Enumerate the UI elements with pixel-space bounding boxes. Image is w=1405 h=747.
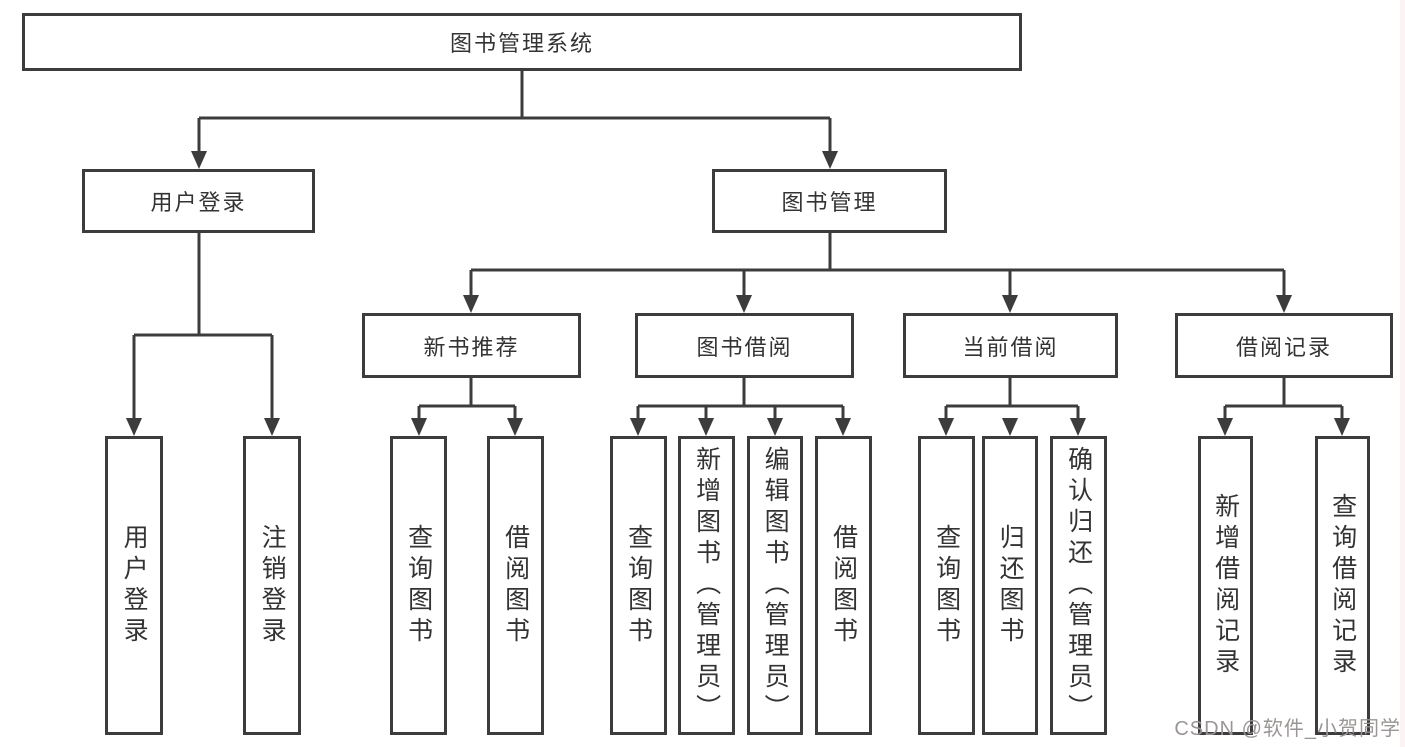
arrowhead — [938, 418, 954, 436]
arrowhead — [264, 418, 280, 436]
arrowhead — [1070, 418, 1086, 436]
connector-lines — [132, 71, 1344, 421]
arrowhead — [1217, 418, 1233, 436]
leaf-label: 新增借阅记录 — [1211, 492, 1240, 679]
leaf-label: 新增图书（管理员） — [692, 446, 721, 725]
leaf-query-books-current: 查询图书 — [918, 436, 975, 735]
node-current-borrow: 当前借阅 — [903, 313, 1118, 378]
leaf-label: 借阅图书 — [829, 523, 858, 648]
arrowhead — [835, 418, 851, 436]
leaf-label: 查询图书 — [624, 523, 653, 648]
arrowhead — [1334, 418, 1350, 436]
leaf-label: 编辑图书（管理员） — [761, 446, 790, 725]
node-root-system: 图书管理系统 — [22, 13, 1022, 71]
leaf-label: 借阅图书 — [501, 523, 530, 648]
arrowhead — [736, 295, 752, 313]
leaf-borrow-books-recommend: 借阅图书 — [487, 436, 544, 735]
node-label: 当前借阅 — [962, 334, 1059, 360]
leaf-add-borrow-record: 新增借阅记录 — [1198, 436, 1253, 735]
node-borrow-records: 借阅记录 — [1175, 313, 1393, 378]
leaf-logout: 注销登录 — [243, 436, 301, 735]
node-label: 图书管理 — [781, 190, 878, 215]
arrowhead — [1002, 418, 1018, 436]
leaf-add-books-admin: 新增图书（管理员） — [678, 436, 735, 735]
arrowhead — [411, 418, 427, 436]
leaf-query-books-recommend: 查询图书 — [390, 436, 447, 735]
arrowhead — [630, 418, 646, 436]
leaf-label: 查询图书 — [932, 523, 961, 648]
leaf-label: 查询图书 — [404, 523, 433, 648]
arrowhead — [463, 295, 479, 313]
node-book-borrow: 图书借阅 — [635, 313, 854, 378]
node-new-book-recommend: 新书推荐 — [362, 313, 581, 378]
node-label: 图书管理系统 — [449, 31, 594, 56]
arrowhead — [507, 418, 523, 436]
leaf-label: 注销登录 — [258, 523, 287, 648]
node-label: 图书借阅 — [696, 334, 793, 360]
leaf-confirm-return-admin: 确认归还（管理员） — [1050, 436, 1107, 735]
leaf-label: 查询借阅记录 — [1328, 492, 1357, 679]
arrowheads — [126, 151, 1350, 436]
node-book-management: 图书管理 — [712, 169, 947, 233]
leaf-return-books: 归还图书 — [982, 436, 1038, 735]
leaf-borrow-books: 借阅图书 — [815, 436, 872, 735]
arrowhead — [1002, 295, 1018, 313]
leaf-query-borrow-record: 查询借阅记录 — [1315, 436, 1370, 735]
node-label: 新书推荐 — [423, 334, 520, 360]
leaf-label: 确认归还（管理员） — [1064, 446, 1093, 725]
csdn-watermark: CSDN @软件_小贺同学 — [1174, 718, 1401, 740]
leaf-label: 用户登录 — [120, 523, 149, 648]
arrowhead — [191, 151, 207, 169]
right-edge-tint — [1400, 0, 1405, 747]
node-user-login: 用户登录 — [82, 169, 315, 233]
leaf-user-login: 用户登录 — [105, 436, 163, 735]
leaf-label: 归还图书 — [996, 523, 1025, 648]
arrowhead — [126, 418, 142, 436]
node-label: 用户登录 — [150, 190, 247, 215]
arrowhead — [1276, 295, 1292, 313]
leaf-edit-books-admin: 编辑图书（管理员） — [747, 436, 803, 735]
arrowhead — [767, 418, 783, 436]
node-label: 借阅记录 — [1235, 334, 1332, 360]
arrowhead — [698, 418, 714, 436]
arrowhead — [822, 151, 838, 169]
leaf-query-books-borrow: 查询图书 — [610, 436, 667, 735]
